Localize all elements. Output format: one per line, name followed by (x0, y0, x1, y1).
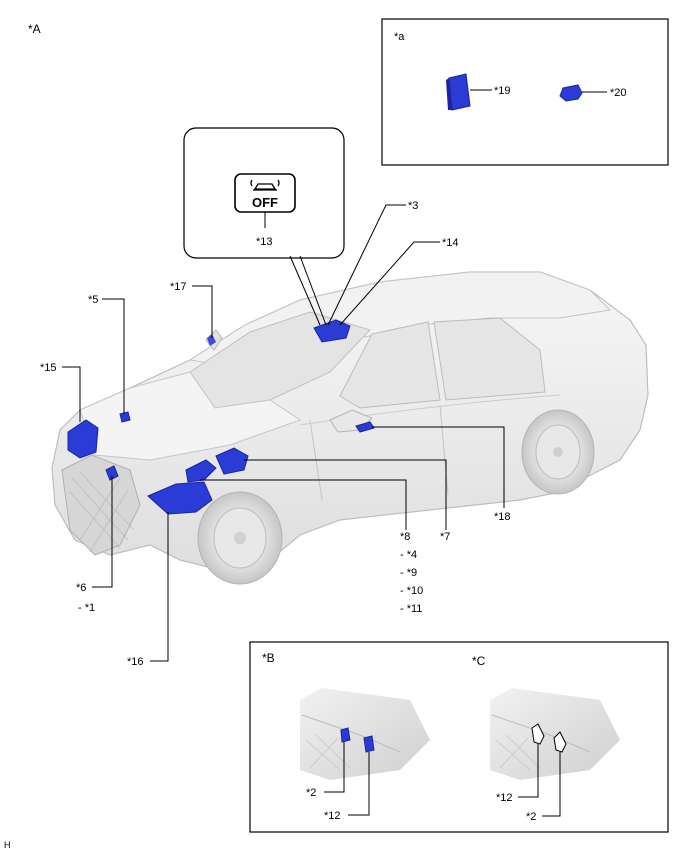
inset-a: *a *19 *20 (381, 18, 669, 166)
leader-c12 (518, 744, 539, 798)
label-10: - *10 (400, 585, 423, 597)
label-16: *16 (127, 656, 144, 668)
label-1: - *1 (78, 602, 95, 614)
switch-off-text: OFF (252, 195, 278, 210)
part-18-door-part (355, 421, 375, 433)
vehicle-illustration (51, 271, 649, 585)
label-18: *18 (494, 511, 511, 523)
rear-wheel (521, 409, 595, 495)
part-8-module (185, 459, 217, 483)
switch-callout: OFF *13 (183, 127, 345, 259)
part-2-inset-c (553, 731, 567, 753)
label-9: - *9 (400, 567, 417, 579)
side-window-front (339, 321, 441, 409)
part-2-inset-b (340, 727, 351, 743)
label-c12: *12 (496, 792, 513, 804)
label-19: *19 (494, 85, 511, 97)
hood (79, 371, 302, 461)
label-20: *20 (610, 87, 627, 99)
leader-lines (62, 204, 505, 662)
leader-6 (92, 476, 113, 588)
leader-7 (244, 459, 447, 530)
label-4: - *4 (400, 549, 417, 561)
inset-c-label: *C (472, 654, 486, 668)
leader-c2 (542, 752, 561, 817)
inset-b-view: *2 *12 (300, 688, 430, 822)
side-window-rear (433, 317, 546, 401)
inset-a-label: *a (394, 31, 405, 43)
inset-a-frame (381, 18, 669, 166)
door-line-2 (439, 404, 449, 496)
leader-18 (372, 426, 505, 508)
label-6: *6 (76, 582, 86, 594)
part-12-inset-b (363, 735, 375, 753)
leader-13-to-car-a (289, 255, 321, 326)
part-7-module (215, 447, 249, 475)
leader-16 (150, 512, 169, 662)
part-17-mirror-part (207, 334, 216, 346)
label-b12: *12 (324, 810, 341, 822)
front-wheel (197, 491, 283, 585)
leader-17 (192, 285, 213, 338)
part-6-sensor (105, 465, 119, 481)
leader-b2 (324, 742, 345, 793)
label-3: *3 (408, 200, 418, 212)
front-grille (61, 454, 141, 556)
inset-bc: *B *C *2 *12 (249, 641, 669, 833)
label-11: - *11 (400, 603, 422, 615)
label-17: *17 (170, 281, 187, 293)
part-20-component (559, 84, 583, 102)
part-5-sensor (119, 411, 131, 423)
inset-b-label: *B (262, 651, 275, 665)
label-b2: *2 (306, 787, 316, 799)
leader-15 (62, 366, 81, 422)
leader-3 (327, 204, 406, 326)
label-5: *5 (88, 294, 98, 306)
inset-c-view: *12 *2 (490, 688, 620, 823)
label-7: *7 (440, 531, 450, 543)
vehicle-sway-icon (250, 179, 280, 191)
label-14: *14 (442, 237, 459, 249)
label-13: *13 (256, 236, 273, 248)
part-15-headlamp-right (67, 419, 99, 459)
part-19-component (446, 73, 471, 111)
part-3-14-overhead (313, 319, 351, 343)
inset-bc-frame (249, 641, 669, 833)
label-8: *8 (400, 531, 410, 543)
leader-14 (339, 241, 440, 326)
leader-8 (200, 479, 407, 530)
label-15: *15 (40, 362, 57, 374)
part-12-inset-c (531, 723, 545, 745)
leader-b12 (348, 752, 370, 816)
leader-5 (102, 298, 125, 414)
label-c2: *2 (526, 811, 536, 823)
view-label-main: *A (28, 22, 41, 36)
leader-13-to-car-b (299, 255, 327, 326)
figure-code: H (4, 840, 11, 850)
